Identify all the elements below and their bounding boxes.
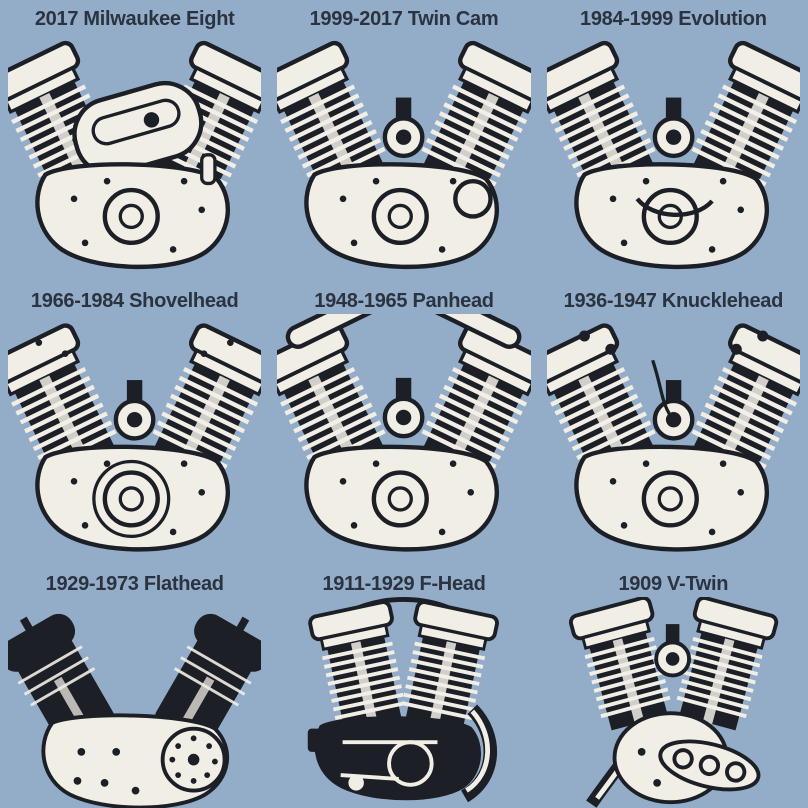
flathead-engine-illustration — [8, 598, 262, 808]
engine-cell-flathead: 1929-1973 Flathead — [0, 565, 269, 808]
engine-label: 1966-1984 Shovelhead — [30, 290, 239, 312]
engine-label: 2017 Milwaukee Eight — [34, 8, 235, 30]
engine-cell-evolution: 1984-1999 Evolution — [539, 0, 808, 282]
shovelhead-engine-illustration — [8, 314, 261, 565]
engine-label: 1984-1999 Evolution — [580, 8, 767, 30]
knucklehead-engine-illustration — [547, 314, 800, 565]
v-twin-engine-illustration — [567, 597, 780, 808]
engine-label: 1911-1929 F-Head — [322, 573, 486, 595]
engine-cell-panhead: 1948-1965 Panhead — [269, 282, 538, 565]
engine-cell-twin-cam: 1999-2017 Twin Cam — [269, 0, 538, 282]
engine-label: 1999-2017 Twin Cam — [309, 8, 499, 30]
evolution-engine-illustration — [547, 32, 800, 282]
panhead-engine-illustration — [277, 314, 530, 565]
engine-cell-knucklehead: 1936-1947 Knucklehead — [539, 282, 808, 565]
engine-label: 1929-1973 Flathead — [45, 573, 224, 595]
milwaukee-eight-engine-illustration — [8, 32, 261, 282]
twin-cam-engine-illustration — [277, 32, 530, 282]
engine-cell-f-head: 1911-1929 F-Head — [269, 565, 538, 808]
engine-label: 1936-1947 Knucklehead — [563, 290, 784, 312]
engine-label: 1909 V-Twin — [618, 573, 729, 595]
engine-cell-v-twin: 1909 V-Twin — [539, 565, 808, 808]
f-head-engine-illustration — [307, 597, 501, 803]
engine-cell-shovelhead: 1966-1984 Shovelhead — [0, 282, 269, 565]
engine-cell-milwaukee-eight: 2017 Milwaukee Eight — [0, 0, 269, 282]
engine-label: 1948-1965 Panhead — [314, 290, 494, 312]
